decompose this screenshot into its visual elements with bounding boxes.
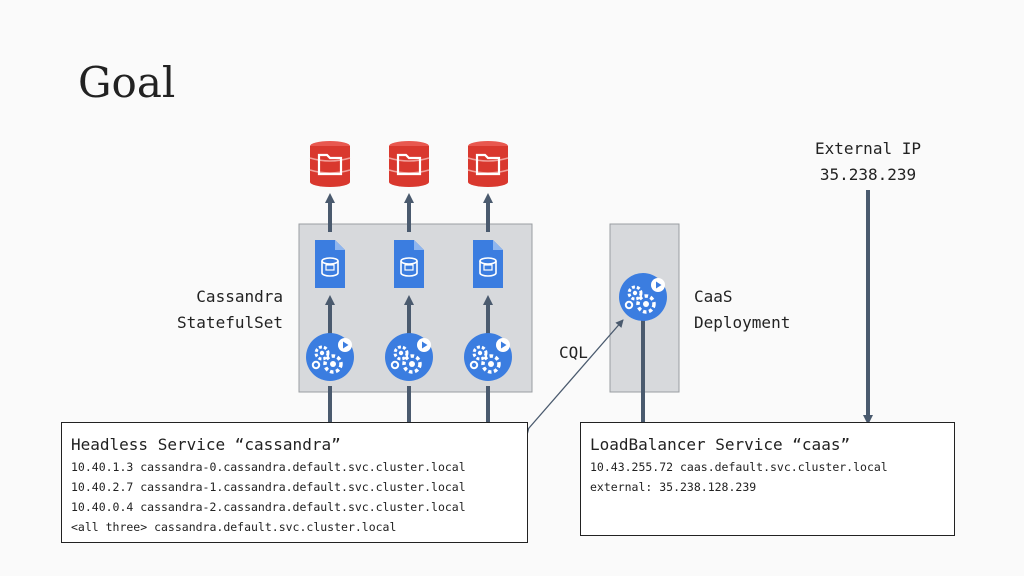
cql-label: CQL xyxy=(559,343,588,362)
external-ip-label: External IP 35.238.239 xyxy=(815,139,921,184)
database-folder-icon xyxy=(308,139,352,189)
loadbalancer-service-title: LoadBalancer Service “caas” xyxy=(590,435,851,454)
pod-gears-icon xyxy=(383,331,435,383)
cql-connector xyxy=(521,319,624,436)
headless-service-title: Headless Service “cassandra” xyxy=(71,435,341,454)
external-address-line: external: 35.238.128.239 xyxy=(590,480,757,494)
volume-claim-icon xyxy=(393,239,425,289)
dns-record-line: 10.40.2.7 cassandra-1.cassandra.default.… xyxy=(71,480,466,494)
volume-claim-icon xyxy=(314,239,346,289)
volume-claim-icon xyxy=(472,239,504,289)
dns-record-line: <all three> cassandra.default.svc.cluste… xyxy=(71,520,397,534)
dns-record-line: 10.43.255.72 caas.default.svc.cluster.lo… xyxy=(590,460,888,474)
slide-title: Goal xyxy=(78,58,176,107)
pod-gears-icon xyxy=(304,331,356,383)
pod-gears-icon xyxy=(462,331,514,383)
database-folder-icon xyxy=(387,139,431,189)
statefulset-label: Cassandra StatefulSet xyxy=(177,287,283,332)
dns-record-line: 10.40.0.4 cassandra-2.cassandra.default.… xyxy=(71,500,466,514)
pod-gears-icon xyxy=(617,271,669,323)
deployment-label: CaaS Deployment xyxy=(694,287,791,332)
database-folder-icon xyxy=(466,139,510,189)
dns-record-line: 10.40.1.3 cassandra-0.cassandra.default.… xyxy=(71,460,466,474)
loadbalancer-service-box: LoadBalancer Service “caas” 10.43.255.72… xyxy=(580,422,955,536)
headless-service-box: Headless Service “cassandra” 10.40.1.3 c… xyxy=(61,422,528,543)
